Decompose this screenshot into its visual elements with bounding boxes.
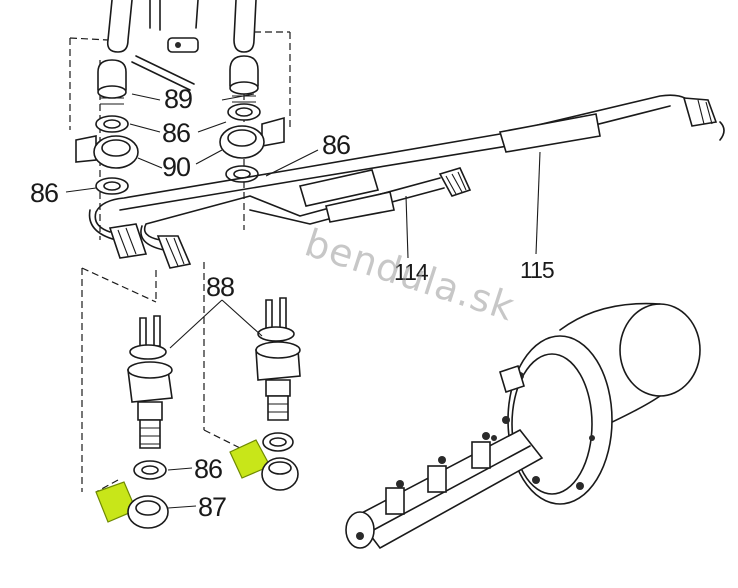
callout-89: 89 (164, 84, 192, 114)
callout-86-upper: 86 (162, 118, 190, 148)
brake-pipes (88, 94, 725, 269)
callout-87: 87 (198, 492, 226, 522)
right-banjo-stack (219, 55, 285, 183)
pressure-switch-right (255, 297, 301, 421)
top-hoses (106, 0, 257, 53)
explode-lines-lower (81, 262, 241, 493)
highlighted-banjo-right[interactable] (229, 439, 299, 491)
washer-lower-right (262, 432, 294, 452)
callout-86-left: 86 (30, 178, 58, 208)
washer-lower-left (133, 460, 167, 480)
leader-88 (169, 299, 263, 349)
clip-bracket (131, 37, 199, 91)
brake-booster (499, 302, 701, 505)
pressure-switch-left (127, 315, 173, 449)
watermark-text: bendula.sk (300, 220, 520, 329)
left-banjo-stack (75, 59, 139, 195)
highlighted-banjo-left[interactable] (95, 481, 169, 529)
callout-86-lower: 86 (194, 454, 222, 484)
callouts: 89 86 90 86 86 88 114 115 86 87 (30, 84, 555, 522)
callout-leaders (65, 93, 541, 509)
callout-90: 90 (162, 152, 190, 182)
callout-114: 114 (394, 259, 429, 285)
callout-115: 115 (520, 257, 554, 283)
callout-86-right: 86 (322, 130, 350, 160)
master-cylinder (345, 428, 544, 550)
callout-88: 88 (206, 272, 234, 302)
